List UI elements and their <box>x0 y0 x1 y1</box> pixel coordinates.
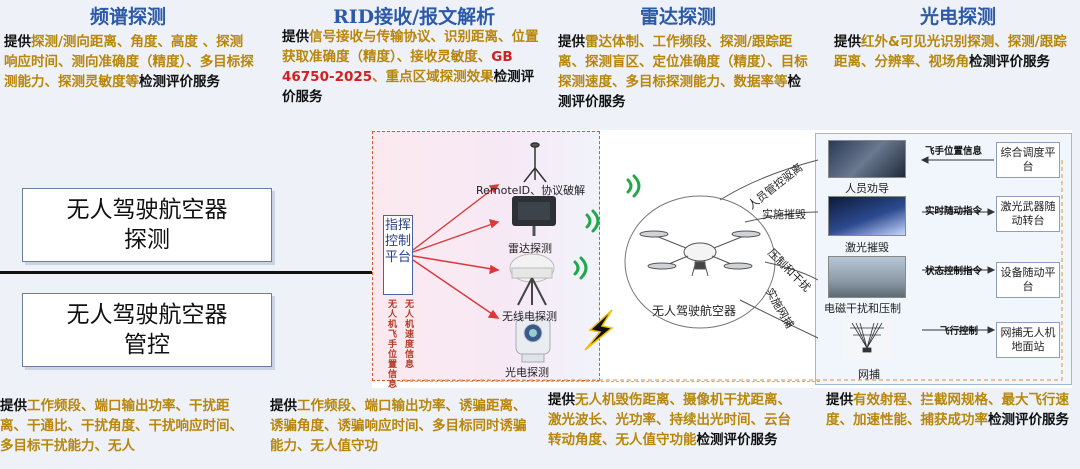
photo-laser <box>828 196 906 236</box>
radar-icon <box>512 196 556 236</box>
box-tracking-label: 设备随动平台 <box>997 266 1059 294</box>
panel-arrows <box>922 157 994 333</box>
flow-pilot-position: 飞手位置信息 <box>925 143 982 157</box>
command-platform: 指挥控制平台 <box>383 215 413 295</box>
box-laser-turret: 激光武器随动转台 <box>996 196 1060 232</box>
net-icon <box>842 318 892 360</box>
bottom-2-seg-2: 功能 <box>670 432 697 448</box>
drone-label: 无人驾驶航空器 <box>652 302 736 319</box>
bottom-1-seg-0: 提供 <box>270 398 297 414</box>
box-laser-label: 激光武器随动转台 <box>997 200 1059 228</box>
device-label-remoteid: RemoteID、协议破解 <box>476 182 585 198</box>
net-description: 提供有效射程、拦截网规格、最大飞行速度、加速性能、捕获成功率检测评价服务 <box>826 390 1076 430</box>
box-dispatch-platform: 综合调度平台 <box>996 142 1060 178</box>
box-net-ground-station: 网捕无人机地面站 <box>996 322 1060 358</box>
jamming-bolt-icon <box>585 310 612 350</box>
command-platform-label: 指挥控制平台 <box>385 218 411 265</box>
device-label-radar: 雷达探测 <box>508 240 552 256</box>
photo-label-emp: 电磁干扰和压制 <box>824 300 901 316</box>
bottom-3-seg-2: 检测评价服务 <box>988 412 1069 428</box>
laser-description: 提供无人机毁伤距离、摄像机干扰距离、激光波长、光功率、持续出光时间、云台转动角度… <box>548 390 800 450</box>
pilot-position-label: 无人机飞手位置信息 <box>387 300 398 390</box>
device-label-radio: 无线电探测 <box>502 308 557 324</box>
bottom-0-seg-1: 工作频段、端口输出功率、干扰距离、干通比、干扰角度、干扰响应时间、多目标干扰能力… <box>0 398 243 454</box>
bottom-1-seg-1: 工作频段、端口输出功率、诱骗距离、诱骗角度、诱骗响应时间、多目标同时诱骗能力、无… <box>270 398 527 454</box>
radio-detection-icon <box>510 254 554 305</box>
device-label-optical: 光电探测 <box>505 364 549 380</box>
flow-state-control: 状态控制指令 <box>925 263 982 277</box>
flow-realtime-command: 实时随动指令 <box>925 203 982 217</box>
spoofing-description: 提供工作频段、端口输出功率、诱骗距离、诱骗角度、诱骗响应时间、多目标同时诱骗能力… <box>270 396 532 456</box>
flow-flight-control: 飞行控制 <box>940 323 978 337</box>
arc-label-destroy: 实施摧毁 <box>762 206 806 222</box>
box-dispatch-label: 综合调度平台 <box>997 146 1059 174</box>
drone-speed-label: 无人机速度信息 <box>404 300 415 370</box>
jamming-description: 提供工作频段、端口输出功率、干扰距离、干通比、干扰角度、干扰响应时间、多目标干扰… <box>0 396 256 456</box>
bottom-2-seg-0: 提供 <box>548 392 575 408</box>
bottom-3-seg-0: 提供 <box>826 392 853 408</box>
photo-label-laser: 激光摧毁 <box>845 239 889 255</box>
antenna-icon <box>524 143 546 182</box>
photo-emp <box>828 256 906 298</box>
command-arrows <box>413 185 498 318</box>
photo-persuasion <box>828 140 906 178</box>
box-net-label: 网捕无人机地面站 <box>997 326 1059 354</box>
box-tracking-platform: 设备随动平台 <box>996 262 1060 298</box>
bottom-2-seg-3: 检测评价服务 <box>697 432 778 448</box>
optical-detection-icon <box>516 318 550 362</box>
photo-label-persuasion: 人员劝导 <box>845 180 889 196</box>
bottom-0-seg-0: 提供 <box>0 398 27 414</box>
photo-label-net: 网捕 <box>858 366 880 382</box>
